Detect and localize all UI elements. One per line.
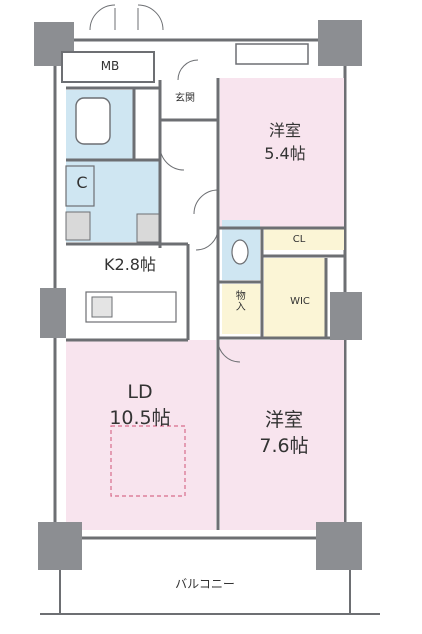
bathtub — [75, 97, 111, 145]
pillar-sw — [38, 522, 82, 570]
washbasin-counter — [65, 165, 95, 207]
label-monoire: 物入 — [233, 290, 245, 312]
label-bedroom-south-name: 洋室 — [264, 409, 303, 431]
label-c-closet: C — [76, 173, 88, 192]
label-ld-size: 10.5帖 — [109, 407, 171, 429]
wic-area — [264, 258, 326, 338]
hatched-storage-2 — [136, 213, 162, 243]
bedroom-south-area — [220, 340, 344, 530]
meter-box — [61, 51, 155, 83]
label-genkan: 玄関 — [175, 93, 195, 104]
ld-dashed-marker — [110, 425, 186, 497]
label-mb: MB — [100, 59, 120, 73]
hatched-storage-1 — [65, 211, 91, 241]
label-kitchen: K2.8帖 — [104, 255, 156, 274]
monoire-area — [222, 284, 260, 334]
pillar-se — [316, 522, 362, 570]
pillar-e-mid — [330, 292, 362, 340]
label-bedroom-north-name: 洋室 — [268, 121, 301, 140]
label-bedroom-north-size: 5.4帖 — [264, 144, 306, 163]
north-shelf — [235, 43, 309, 65]
toilet-bowl — [231, 239, 249, 265]
pillar-ne — [318, 20, 362, 66]
stove — [91, 296, 113, 318]
label-balcony: バルコニー — [175, 577, 235, 591]
living-dining-area — [66, 340, 216, 530]
label-ld-name: LD — [127, 381, 153, 403]
label-cl: CL — [292, 234, 306, 245]
label-bedroom-south-size: 7.6帖 — [259, 435, 309, 457]
label-wic: WIC — [290, 296, 310, 307]
pillar-w-mid — [40, 288, 66, 338]
closet-cl-area — [264, 228, 344, 250]
bedroom-north-area — [220, 78, 344, 228]
genkan-area — [160, 80, 218, 120]
